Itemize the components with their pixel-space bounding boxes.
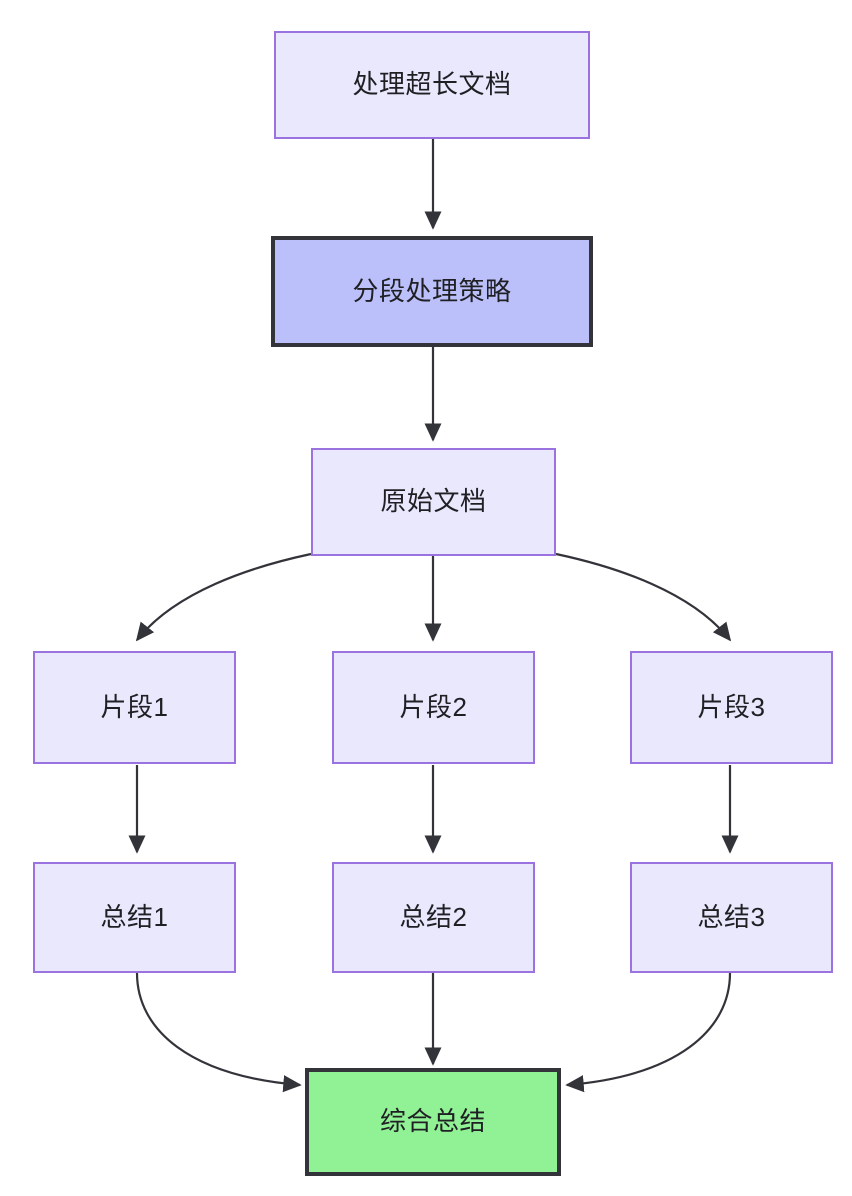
node-label: 分段处理策略 <box>352 275 512 306</box>
node-label: 片段2 <box>399 691 468 722</box>
node-summary-2[interactable]: 总结2 <box>332 862 535 973</box>
edge-n9-n10 <box>565 972 732 1093</box>
node-label: 总结1 <box>100 901 169 932</box>
node-summary-3[interactable]: 总结3 <box>630 862 833 973</box>
node-fragment-2[interactable]: 片段2 <box>332 651 535 764</box>
node-fragment-1[interactable]: 片段1 <box>33 651 236 764</box>
node-process-long-document[interactable]: 处理超长文档 <box>274 31 590 139</box>
edge-n3-n6 <box>555 552 732 642</box>
node-original-document[interactable]: 原始文档 <box>311 448 556 556</box>
node-chunking-strategy[interactable]: 分段处理策略 <box>271 236 593 347</box>
node-fragment-3[interactable]: 片段3 <box>630 651 833 764</box>
edge-n3-n4 <box>135 552 312 642</box>
edge-n7-n10 <box>135 972 302 1093</box>
node-label: 综合总结 <box>379 1106 486 1137</box>
node-label: 片段1 <box>100 691 169 722</box>
node-label: 处理超长文档 <box>352 69 512 100</box>
node-summary-1[interactable]: 总结1 <box>33 862 236 973</box>
node-label: 原始文档 <box>380 486 487 517</box>
node-comprehensive-summary[interactable]: 综合总结 <box>305 1068 561 1176</box>
node-label: 片段3 <box>697 691 766 722</box>
node-label: 总结3 <box>697 901 766 932</box>
node-label: 总结2 <box>399 901 468 932</box>
